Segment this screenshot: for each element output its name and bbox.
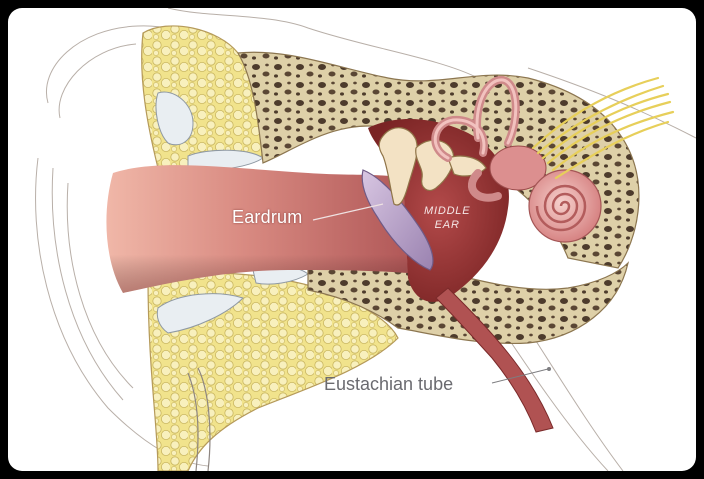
ear-anatomy-illustration: [8, 8, 696, 471]
illustration-frame: Eardrum MIDDLE EAR Eustachian tube: [8, 8, 696, 471]
cochlea: [529, 170, 601, 242]
eustachian-tube-label: Eustachian tube: [324, 374, 453, 395]
eardrum-label: Eardrum: [232, 207, 302, 228]
middle-ear-label-line1: MIDDLE: [424, 204, 470, 218]
middle-ear-label: MIDDLE EAR: [424, 204, 470, 232]
middle-ear-label-line2: EAR: [424, 218, 470, 232]
eustachian-tube-leader-dot: [547, 367, 551, 371]
